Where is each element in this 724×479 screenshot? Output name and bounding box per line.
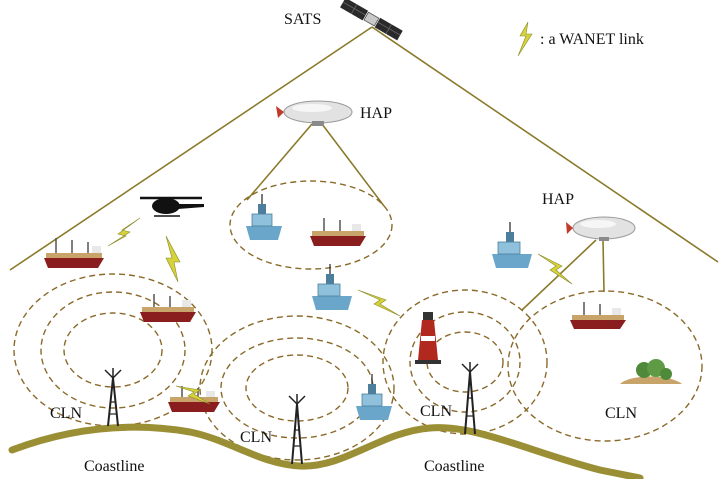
hap-right-label: HAP [542, 191, 574, 208]
cln-far-right-label: CLN [605, 405, 637, 422]
cln-mid-label: CLN [240, 429, 272, 446]
hap-cluster-ellipse [229, 180, 393, 270]
cln-left-ring-inner [63, 312, 163, 388]
lightning-heli-down-icon [165, 235, 181, 283]
sat-right-link [371, 26, 719, 263]
cln-left-ring-outer [13, 273, 213, 427]
sat-left-link [9, 26, 373, 271]
ship-far-right-icon [570, 302, 626, 329]
lightning-heli-ship-icon [107, 217, 141, 247]
lighthouse-icon [415, 312, 441, 364]
hap-top-label: HAP [360, 105, 392, 122]
cln-tower-left-icon [104, 368, 122, 427]
cln-far-right-ring [507, 290, 703, 442]
research-ship-lower-icon [356, 374, 392, 420]
sats-label: SATS [284, 11, 321, 28]
cln-left-label: CLN [50, 405, 82, 422]
research-ship-right-icon [492, 222, 532, 268]
lightning-right-ship-icon [537, 253, 573, 285]
hap-balloon-top-icon [276, 100, 353, 126]
ship-cluster-right-icon [310, 218, 366, 246]
lightning-link-icon [517, 21, 533, 57]
ship-left-lower-icon [168, 386, 220, 412]
lightning-mid-ship-icon [357, 289, 401, 317]
cln-left-ring-mid [40, 291, 186, 409]
coastline-curve [8, 423, 644, 479]
island-icon [620, 359, 682, 384]
coastline-right-label: Coastline [424, 458, 484, 475]
hap-top-right-link [321, 123, 385, 207]
hap-right-link-b [602, 239, 605, 293]
legend: : a WANET link [517, 21, 644, 57]
cln-tower-mid-icon [288, 394, 306, 465]
satellite-icon [340, 0, 403, 41]
cln-mid-ring-mid [220, 337, 374, 439]
cln-rc-ring-inner [426, 331, 504, 393]
cln-right-center-label: CLN [420, 403, 452, 420]
lightning-lower-left-icon [175, 385, 211, 405]
research-ship-cluster-left-icon [246, 194, 282, 240]
legend-text: : a WANET link [540, 31, 644, 48]
coverage-circles [13, 180, 703, 461]
ship-left-mid-icon [140, 294, 196, 322]
hap-balloon-right-icon [566, 216, 636, 241]
cln-rc-ring-mid [409, 311, 521, 413]
hap-top-left-link [246, 123, 313, 201]
cln-mid-ring-outer [199, 315, 395, 461]
ship-left-upper-icon [44, 238, 104, 268]
cln-mid-ring-inner [245, 354, 349, 422]
helicopter-icon [140, 196, 204, 217]
cln-tower-right-icon [461, 362, 479, 435]
wanet-links [107, 217, 573, 405]
research-ship-mid-icon [312, 264, 352, 310]
coastline-left-label: Coastline [84, 458, 144, 475]
satellite-link-lines [9, 26, 719, 311]
